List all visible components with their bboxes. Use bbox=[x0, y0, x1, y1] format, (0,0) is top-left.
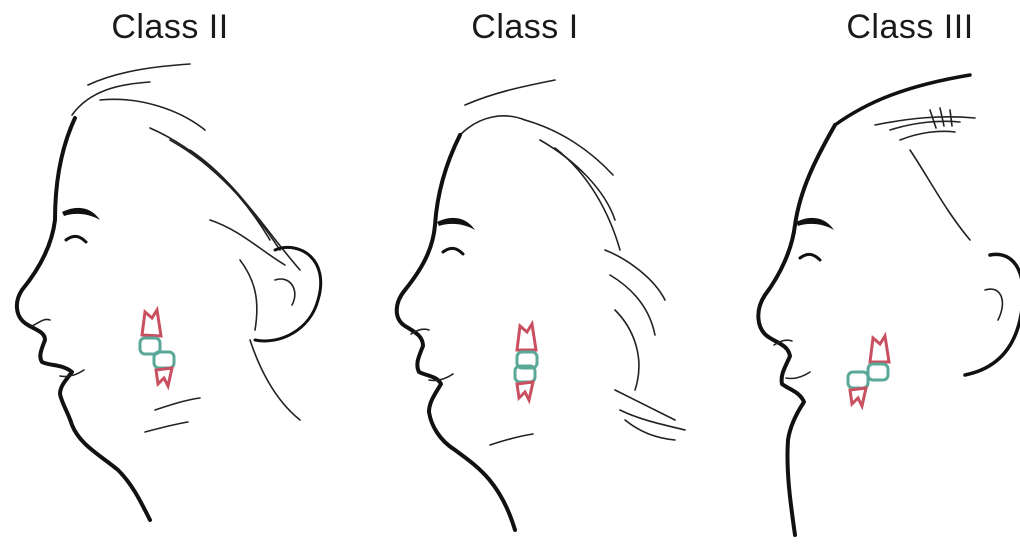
panel-class-ii: Class II bbox=[0, 0, 340, 549]
class-ii-upper-molar bbox=[142, 310, 161, 336]
class-iii-profile-drawing bbox=[700, 0, 1020, 549]
class-i-upper-molar bbox=[517, 324, 536, 350]
panel-class-i: Class I bbox=[365, 0, 705, 549]
class-iii-upper-molar bbox=[870, 336, 889, 362]
class-ii-lower-molar bbox=[140, 338, 174, 386]
class-iii-lower-molar bbox=[848, 364, 888, 406]
class-ii-profile-drawing bbox=[0, 0, 340, 549]
class-i-lower-molar bbox=[515, 352, 537, 400]
class-i-profile-drawing bbox=[365, 0, 705, 549]
panel-class-iii: Class III bbox=[700, 0, 1020, 549]
